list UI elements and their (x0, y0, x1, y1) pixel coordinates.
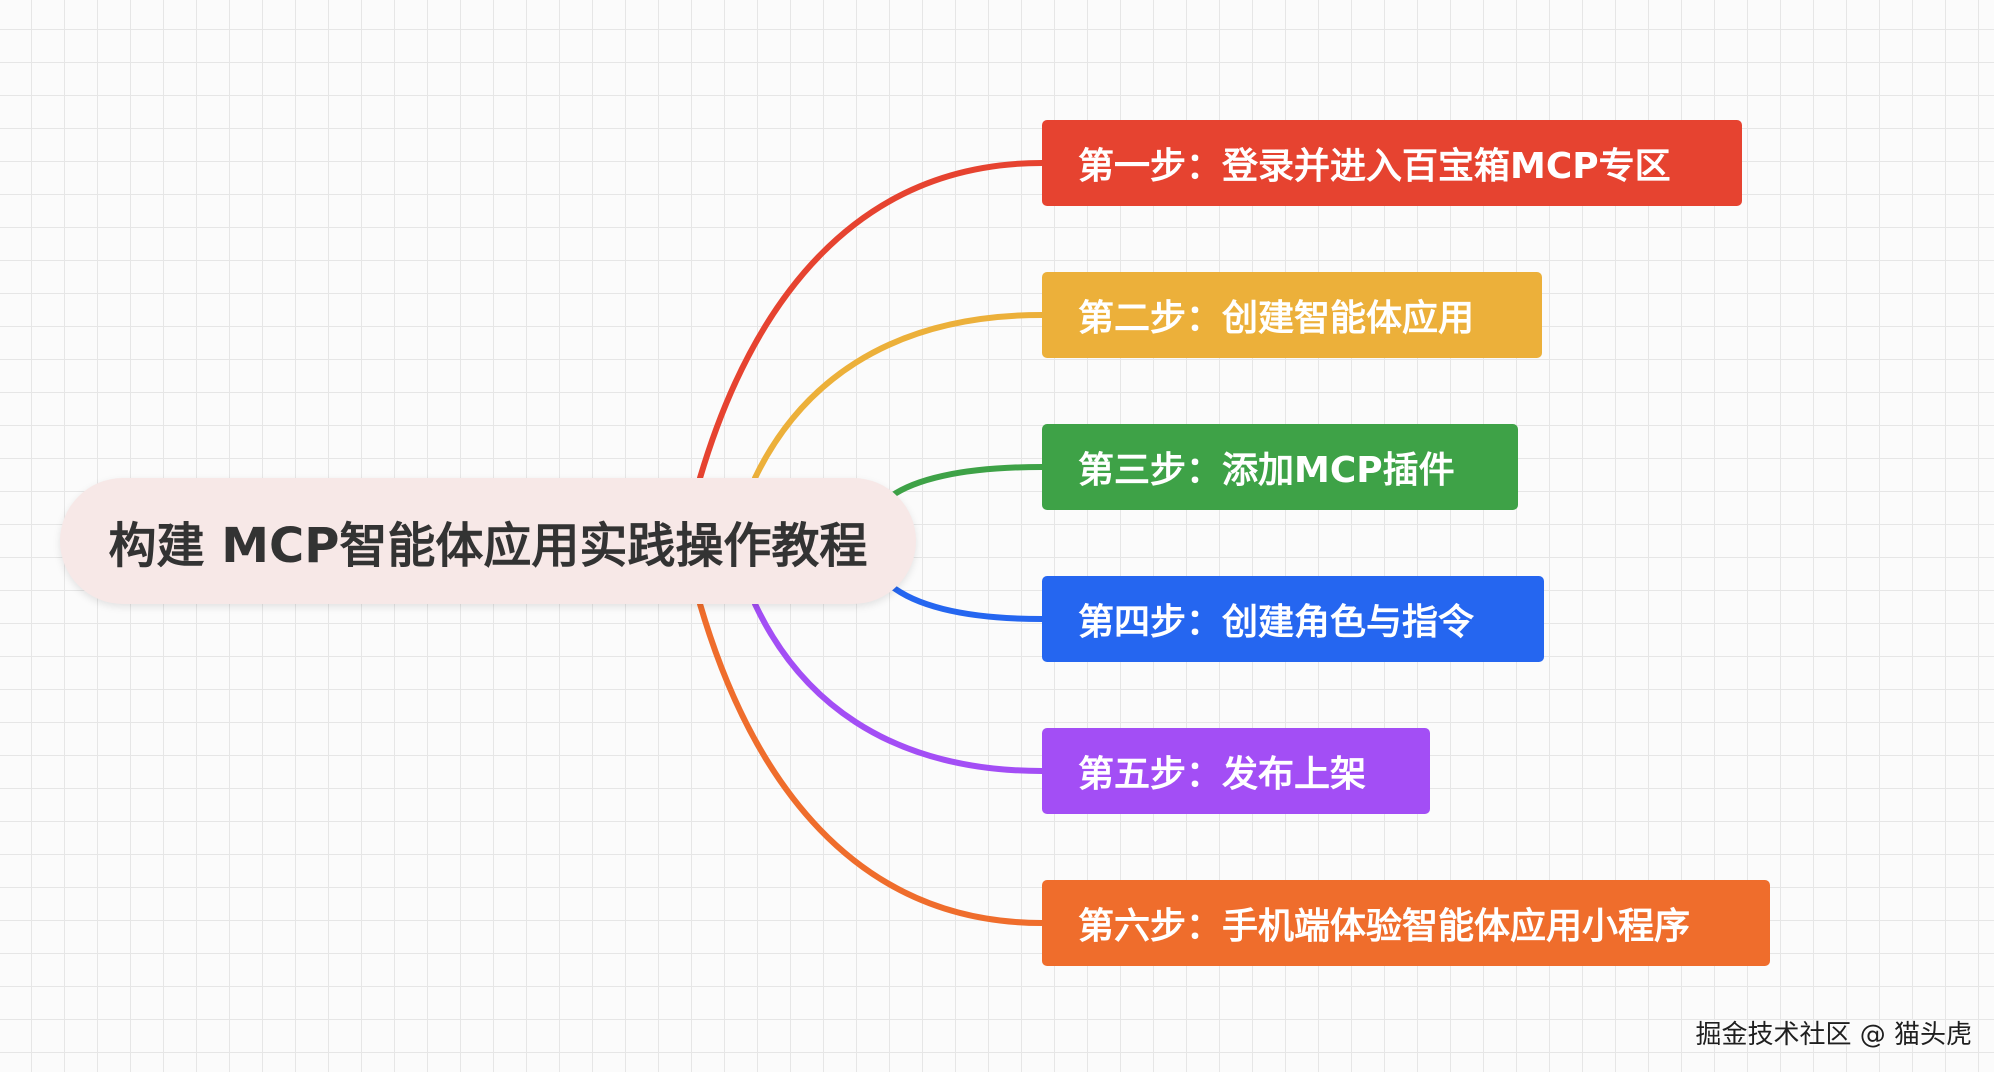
step-label-5: 第五步：发布上架 (1078, 754, 1367, 795)
step-node-3[interactable]: 第三步：添加MCP插件 (1042, 424, 1518, 510)
root-topic-label: 构建 MCP智能体应用实践操作教程 (108, 518, 868, 574)
root-topic[interactable]: 构建 MCP智能体应用实践操作教程 (60, 478, 916, 604)
connector-4 (887, 582, 1045, 622)
connector-6 (697, 601, 1045, 926)
connector-2 (752, 312, 1045, 481)
watermark: 掘金技术社区 @ 猫头虎 (1695, 1020, 1972, 1050)
step-node-6[interactable]: 第六步：手机端体验智能体应用小程序 (1042, 880, 1770, 966)
step-node-1[interactable]: 第一步：登录并进入百宝箱MCP专区 (1042, 120, 1742, 206)
connector-3 (887, 464, 1045, 500)
connector-5 (752, 601, 1045, 774)
step-label-6: 第六步：手机端体验智能体应用小程序 (1078, 906, 1691, 947)
connector-1 (697, 160, 1045, 481)
step-node-5[interactable]: 第五步：发布上架 (1042, 728, 1430, 814)
step-label-2: 第二步：创建智能体应用 (1078, 298, 1475, 339)
step-node-2[interactable]: 第二步：创建智能体应用 (1042, 272, 1542, 358)
step-label-3: 第三步：添加MCP插件 (1078, 450, 1455, 491)
step-label-1: 第一步：登录并进入百宝箱MCP专区 (1078, 146, 1671, 187)
step-node-4[interactable]: 第四步：创建角色与指令 (1042, 576, 1544, 662)
step-label-4: 第四步：创建角色与指令 (1078, 602, 1475, 643)
